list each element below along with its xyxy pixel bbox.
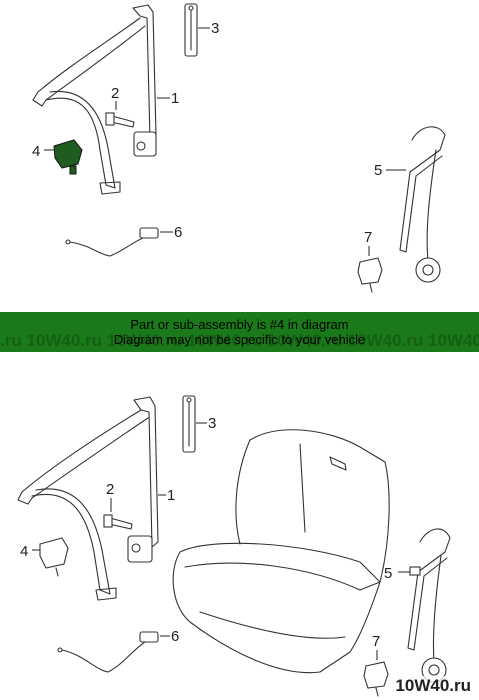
info-banner: .ru 10W40.ru 10W40.ru 10W40.ru 10W40.ru …: [0, 312, 479, 352]
callout-2: 2: [106, 481, 114, 498]
part-6-harness: [57, 631, 159, 673]
part-3-height-adjuster: [182, 395, 196, 453]
bottom-diagram: 1 2 3 4 6: [0, 352, 479, 700]
callout-7: 7: [372, 633, 380, 650]
callout-7: 7: [364, 229, 372, 246]
part-2-bolt: [105, 112, 135, 128]
part-4-buckle-highlighted: [53, 139, 83, 175]
callout-3: 3: [211, 20, 219, 37]
part-1-belt-retractor: [32, 4, 157, 195]
part-3-height-adjuster: [184, 3, 198, 57]
corner-watermark: 10W40.ru: [393, 676, 473, 696]
bottom-diagram-svg: 1 2 3 4 6: [17, 395, 451, 697]
part-5-rear-belt: [399, 126, 446, 283]
part-2-bolt: [103, 514, 133, 530]
part-4-buckle: [39, 537, 69, 577]
callout-1: 1: [167, 487, 175, 504]
callout-5: 5: [374, 162, 382, 179]
callout-1: 1: [171, 90, 179, 107]
part-6-harness: [65, 227, 159, 257]
top-diagram-svg: 1 2 3 4 6 5 7: [32, 3, 446, 293]
callout-6: 6: [174, 224, 182, 241]
part-5-rear-belt: [407, 528, 451, 683]
part-7-rear-buckle: [363, 661, 389, 697]
rear-seat: [172, 429, 390, 674]
banner-line-part: Part or sub-assembly is #4 in diagram: [130, 317, 349, 332]
callout-4: 4: [32, 143, 40, 160]
banner-line-disclaimer: Diagram may not be specific to your vehi…: [113, 332, 366, 347]
top-diagram: 1 2 3 4 6 5 7: [0, 0, 479, 312]
callout-2: 2: [111, 85, 119, 102]
callout-3: 3: [208, 415, 216, 432]
banner-watermark: .ru 10W40.ru 10W40.ru 10W40.ru 10W40.ru …: [0, 331, 479, 350]
callout-6: 6: [171, 628, 179, 645]
callout-4: 4: [20, 543, 28, 560]
callout-5: 5: [384, 565, 392, 582]
part-7-rear-buckle: [357, 257, 383, 293]
part-1-belt-retractor: [17, 396, 159, 601]
